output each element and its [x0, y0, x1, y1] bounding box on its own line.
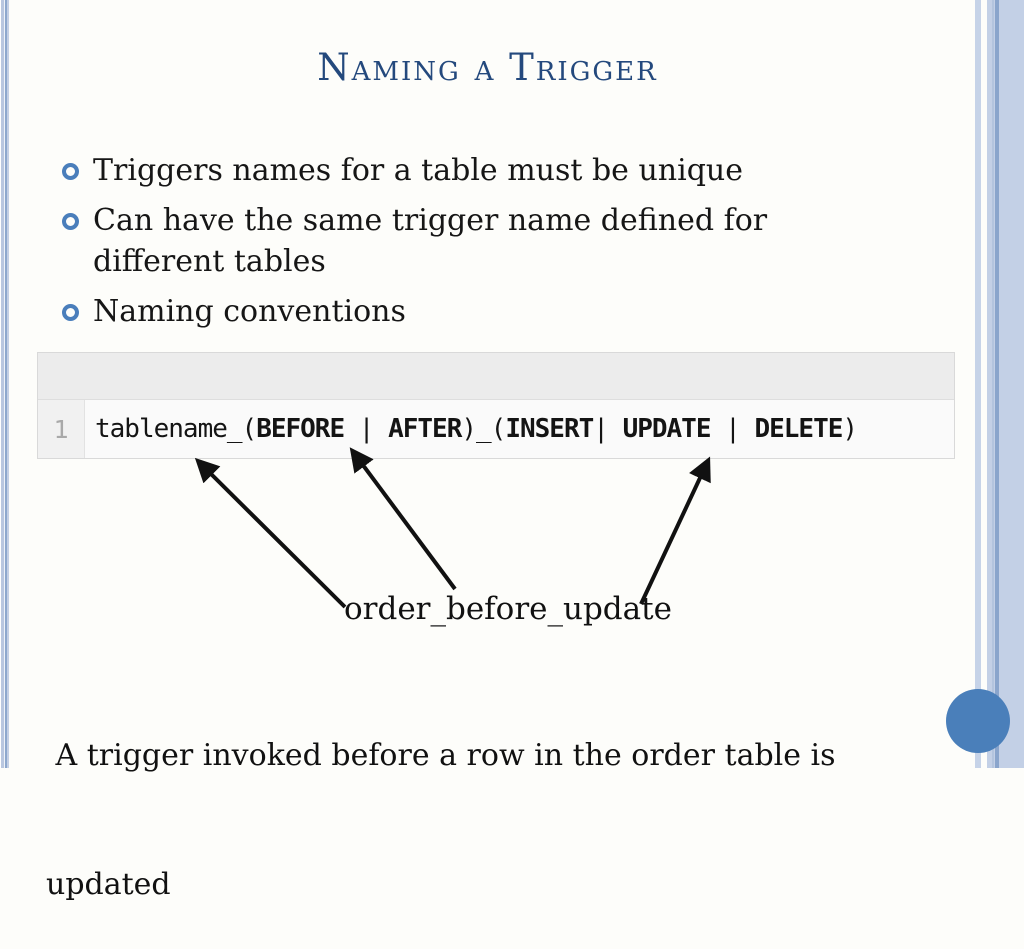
- code-editor-box: 1 tablename_(BEFORE | AFTER)_(INSERT| UP…: [37, 352, 955, 459]
- right-border-stripes: [975, 0, 1024, 768]
- arrow-to-update: [639, 456, 711, 605]
- slide-title: Naming a Trigger: [317, 46, 658, 89]
- bullet-circle-icon: [62, 163, 79, 180]
- code-line-row: 1 tablename_(BEFORE | AFTER)_(INSERT| UP…: [38, 400, 954, 458]
- code-editor-toolbar: [38, 353, 954, 400]
- bullet-circle-icon: [62, 304, 79, 321]
- bullet-text: Naming conventions: [93, 294, 406, 329]
- accent-circle: [946, 689, 1010, 753]
- bullet-item: Triggers names for a table must be uniqu…: [62, 150, 922, 191]
- bullet-item: Can have the same trigger name defined f…: [62, 200, 922, 282]
- caption-line: updated: [46, 867, 171, 902]
- code-line: tablename_(BEFORE | AFTER)_(INSERT| UPDA…: [95, 414, 858, 444]
- left-border-stripes: [0, 0, 11, 768]
- example-trigger-name: order_before_update: [344, 591, 672, 627]
- bullet-list: Triggers names for a table must be uniqu…: [62, 150, 922, 341]
- line-number: 1: [38, 400, 85, 458]
- bullet-text: Triggers names for a table must be uniqu…: [93, 153, 743, 188]
- bullet-item: Naming conventions: [62, 291, 922, 332]
- bullet-text: Can have the same trigger name defined f…: [93, 203, 768, 279]
- bullet-circle-icon: [62, 213, 79, 230]
- caption-text: A trigger invoked before a row in the or…: [46, 648, 836, 949]
- arrow-to-tablename: [194, 457, 347, 609]
- caption-line: A trigger invoked before a row in the or…: [46, 738, 836, 773]
- arrow-to-before: [349, 447, 457, 591]
